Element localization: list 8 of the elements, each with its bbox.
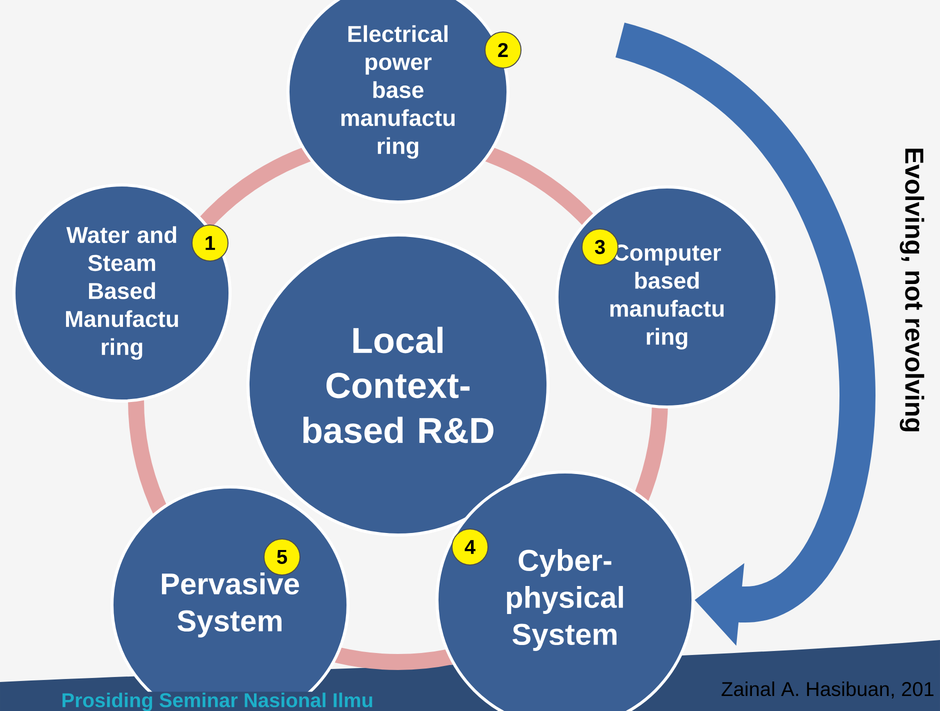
number-badge: 2 [484, 32, 522, 68]
credit-text: Zainal A. Hasibuan, 201 [722, 681, 934, 699]
number-badge: 5 [264, 538, 300, 576]
number-badge: 4 [452, 528, 488, 566]
curved-arrow [613, 23, 875, 646]
banner-text: Prosiding Seminar Nasional Ilmu [62, 692, 372, 711]
arrow-label: Evolving, not revolving [900, 148, 924, 432]
number-badge: 1 [192, 224, 228, 262]
